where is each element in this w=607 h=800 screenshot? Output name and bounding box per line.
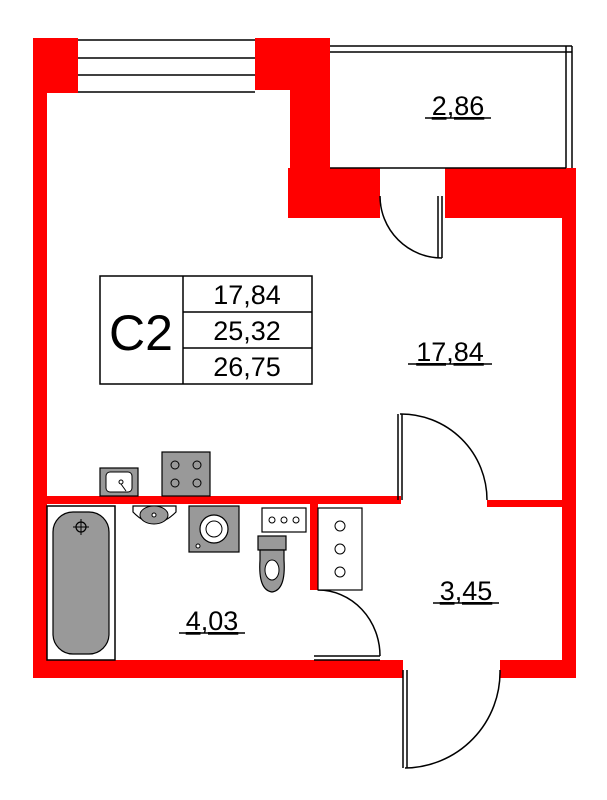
wall-balcony-left [290, 88, 330, 170]
window-main [78, 39, 255, 93]
balcony-area: 2,86 [432, 91, 485, 121]
balcony-outline [330, 45, 573, 169]
bathroom-area: 4,03 [186, 606, 239, 636]
total-area-balcony-value: 26,75 [213, 352, 281, 382]
wall-balcony-door-right [445, 168, 572, 218]
wall-bathroom-right [310, 500, 318, 590]
wall-bottom-left [33, 660, 403, 678]
washbasin [132, 505, 177, 525]
wall-bathroom-top [33, 496, 401, 504]
door-room [397, 413, 488, 501]
washing-machine [188, 505, 240, 553]
hallway-area: 3,45 [440, 576, 493, 606]
toilet [257, 535, 287, 593]
bathtub [46, 505, 116, 661]
wall-top-left-pier [33, 38, 78, 93]
door-entrance [402, 669, 501, 769]
apartment-info-box: C2 17,84 25,32 26,75 [99, 275, 313, 385]
total-area-value: 25,32 [213, 316, 281, 346]
walls [33, 38, 576, 678]
door-balcony [379, 195, 443, 259]
shelf-small [261, 507, 307, 533]
wall-left [33, 38, 47, 678]
wall-balcony-door-left [288, 168, 380, 218]
stove [161, 451, 211, 497]
door-bathroom [314, 589, 381, 661]
room-main-area: 17,84 [416, 337, 484, 367]
living-area-value: 17,84 [213, 280, 281, 310]
wall-right [562, 168, 576, 678]
wardrobe [317, 507, 363, 591]
wall-top-mid-pier [255, 38, 330, 90]
wall-hallway-top [487, 500, 576, 507]
wall-bottom-right [500, 660, 576, 678]
apartment-type-code: C2 [109, 305, 173, 361]
kitchen-sink [99, 467, 139, 497]
